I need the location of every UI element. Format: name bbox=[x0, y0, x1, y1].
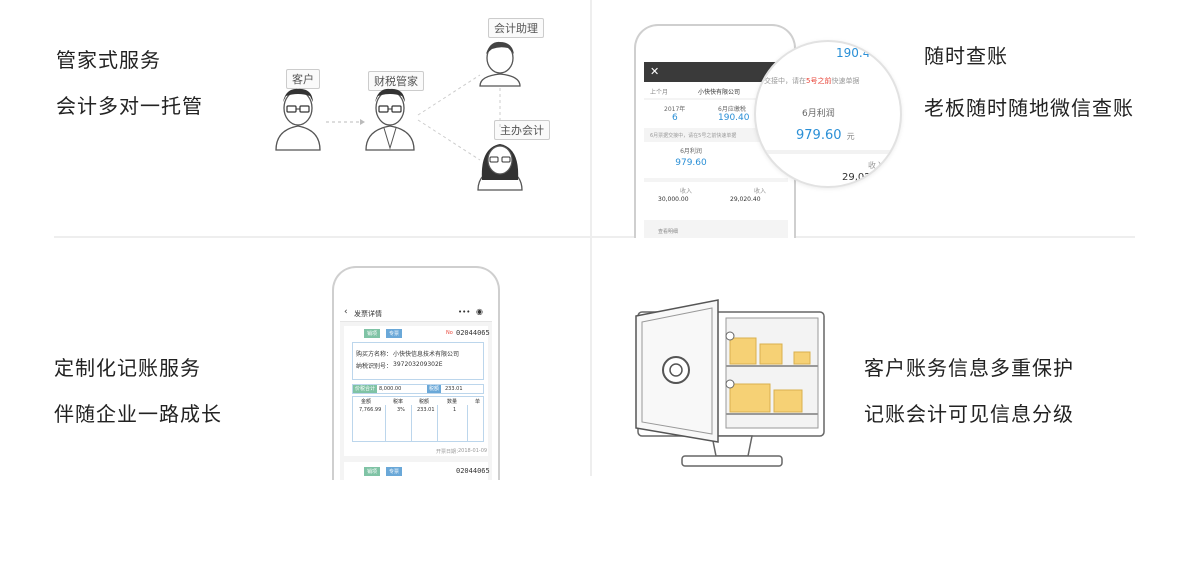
feature-title-check-accounts: 随时查账 bbox=[924, 44, 1008, 68]
badge-special: 专票 bbox=[386, 329, 403, 338]
cell-tax: 233.01 bbox=[417, 407, 435, 413]
badge-sales-next: 销项 bbox=[364, 467, 381, 476]
buyer-value: 小快快信息技术有限公司 bbox=[393, 351, 460, 358]
table-col-divider bbox=[411, 405, 412, 441]
totals-row: 价税合计 8,000.00 税额 233.01 bbox=[352, 384, 484, 394]
magnifier-income-label: 收入 bbox=[868, 161, 884, 170]
total-label: 价税合计 bbox=[353, 385, 378, 393]
col-rate: 税率 bbox=[393, 399, 404, 405]
lead-accountant-avatar-icon bbox=[477, 144, 523, 191]
expense-value: 29,020.40 bbox=[730, 196, 761, 203]
feature-subtitle-protection: 记账会计可见信息分级 bbox=[864, 402, 1074, 426]
table-col-divider bbox=[467, 405, 468, 441]
notice-text: 6月票据交接中，请在5号之前快速单据 bbox=[650, 133, 737, 139]
label-lead-accountant: 主办会计 bbox=[494, 120, 550, 140]
col-qty: 数量 bbox=[447, 399, 458, 405]
back-icon[interactable]: ‹ bbox=[344, 307, 348, 317]
magnifier-notice-text: 交接中，请在 bbox=[764, 77, 806, 85]
expense-label: 收入 bbox=[754, 188, 767, 195]
cell-qty: 1 bbox=[453, 407, 457, 413]
table-col-divider bbox=[437, 405, 438, 441]
buyer-label: 购买方名称： bbox=[356, 351, 393, 358]
invoice-no: 02044065 bbox=[456, 329, 490, 337]
invoice-header: ‹ 发票详情 ••• ◉ bbox=[340, 304, 492, 322]
income-value: 30,000.00 bbox=[658, 196, 689, 203]
magnifier-profit-value: 979.60 元 bbox=[796, 124, 855, 143]
feature-subtitle-custom-bookkeeping: 伴随企业一路成长 bbox=[54, 402, 222, 426]
tax-due-value: 190.40 bbox=[718, 113, 750, 123]
phone-mockup-invoice: ‹ 发票详情 ••• ◉ 销项 专票 No 02044065 购买方名称： 小快… bbox=[332, 266, 500, 480]
magnifier-profit-label: 6月利润 bbox=[802, 109, 835, 119]
income-label: 收入 bbox=[680, 188, 693, 195]
tax-due-label: 6月应缴税 bbox=[718, 106, 746, 113]
magnifier-notice: 交接中，请在5号之前快速单据 bbox=[764, 76, 859, 86]
date-label: 开票日期： bbox=[436, 449, 462, 455]
badge-special-next: 专票 bbox=[386, 467, 403, 476]
invoice-header-title: 发票详情 bbox=[354, 310, 382, 318]
feature-title-custom-bookkeeping: 定制化记账服务 bbox=[54, 356, 201, 380]
year-text: 2017年 bbox=[664, 106, 686, 113]
invoice-card: 销项 专票 No 02044065 购买方名称： 小快快信息技术有限公司 纳税识… bbox=[344, 326, 490, 456]
next-invoice-card: 销项 专票 02044065 bbox=[344, 462, 490, 480]
table-col-divider bbox=[385, 405, 386, 441]
close-icon[interactable]: ✕ bbox=[650, 65, 660, 78]
feature-subtitle-housekeeping: 会计多对一托管 bbox=[56, 94, 203, 118]
magnifier-notice-end: 快速单据 bbox=[831, 77, 860, 85]
label-assistant: 会计助理 bbox=[488, 18, 544, 38]
label-tax-manager: 财税管家 bbox=[368, 71, 424, 91]
col-amount: 金额 bbox=[361, 399, 372, 405]
magnifier-divider bbox=[756, 150, 900, 154]
feature-title-protection: 客户账务信息多重保护 bbox=[864, 356, 1074, 380]
label-client: 客户 bbox=[286, 69, 320, 89]
service-relationship-illustration bbox=[275, 41, 523, 191]
income-card: 收入 30,000.00 收入 29,020.40 bbox=[644, 182, 788, 220]
magnifier-circle: 190.4 交接中，请在5号之前快速单据 6月利润 979.60 元 收入 29… bbox=[754, 40, 902, 188]
buyer-box: 购买方名称： 小快快信息技术有限公司 纳税识别号： 397203209302E bbox=[352, 342, 484, 380]
magnifier-profit-unit: 元 bbox=[846, 132, 855, 141]
invoice-screen: ‹ 发票详情 ••• ◉ 销项 专票 No 02044065 购买方名称： 小快… bbox=[340, 304, 492, 480]
date-value: 2018-01-09 bbox=[458, 448, 488, 454]
profit-value: 979.60 bbox=[675, 158, 707, 168]
items-table: 金额 税率 税额 数量 单 7,766.99 3% 233.01 1 bbox=[352, 396, 484, 442]
prev-month-link[interactable]: 上个月 bbox=[650, 89, 669, 96]
view-details-link[interactable]: 查看明细 bbox=[658, 229, 679, 235]
client-avatar-icon bbox=[275, 88, 321, 151]
invoice-no-label: No bbox=[446, 330, 453, 336]
month-value: 6 bbox=[672, 113, 678, 123]
magnifier-profit-number: 979.60 bbox=[796, 128, 842, 143]
total-value: 8,000.00 bbox=[379, 386, 402, 392]
invoice-no-next: 02044065 bbox=[456, 467, 490, 475]
taxid-label: 纳税识别号： bbox=[356, 363, 393, 370]
magnifier-top-value: 190.4 bbox=[836, 46, 871, 60]
more-icon[interactable]: ••• bbox=[458, 308, 471, 316]
magnifier-income-value: 29,020.4 bbox=[842, 172, 887, 183]
feature-title-housekeeping: 管家式服务 bbox=[56, 48, 161, 72]
folder-icon bbox=[729, 337, 811, 413]
phone-topbar: ✕ bbox=[644, 62, 788, 82]
tax-manager-avatar-icon bbox=[365, 88, 415, 151]
badge-sales: 销项 bbox=[364, 329, 381, 338]
col-tax: 税额 bbox=[419, 399, 430, 405]
horizontal-divider bbox=[54, 236, 1135, 238]
safe-door-icon bbox=[635, 299, 735, 443]
tax-value: 233.01 bbox=[445, 386, 463, 392]
assistant-avatar-icon bbox=[479, 41, 521, 87]
profit-label: 6月利润 bbox=[680, 148, 702, 155]
magnifier-notice-highlight: 5号之前 bbox=[806, 77, 832, 85]
safe-monitor-illustration bbox=[635, 299, 825, 467]
month-nav: 上个月 小快快有限公司 bbox=[644, 82, 788, 98]
cell-amount: 7,766.99 bbox=[359, 407, 382, 413]
tax-label: 税额 bbox=[427, 385, 442, 393]
feature-subtitle-check-accounts: 老板随时随地微信查账 bbox=[924, 96, 1134, 120]
taxid-value: 397203209302E bbox=[393, 361, 443, 368]
vertical-divider bbox=[590, 0, 592, 476]
cell-rate: 3% bbox=[397, 407, 405, 413]
target-icon[interactable]: ◉ bbox=[476, 307, 483, 316]
company-select[interactable]: 小快快有限公司 bbox=[698, 89, 741, 96]
col-unit: 单 bbox=[475, 399, 481, 405]
